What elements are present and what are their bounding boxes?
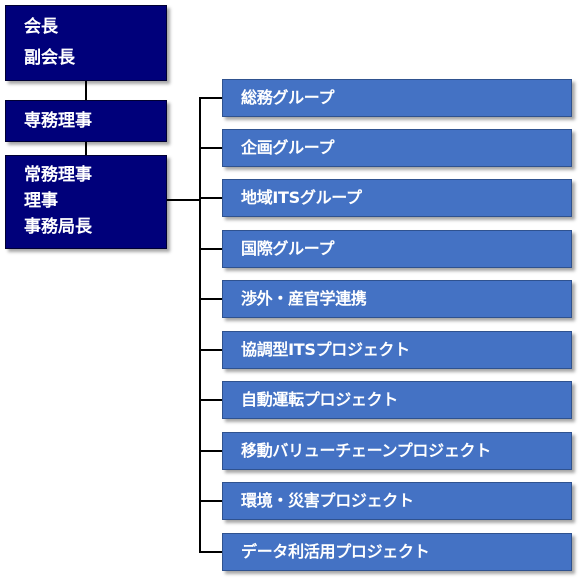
group-box-mobility-value-chain: 移動バリューチェーンプロジェクト	[222, 432, 572, 470]
connector-branch-3	[199, 197, 222, 199]
secretary-general-label: 事務局長	[24, 217, 92, 237]
group-box-external-relations: 渉外・産官学連携	[222, 280, 572, 318]
group-box-data-utilization: データ利活用プロジェクト	[222, 533, 572, 571]
connector-branch-2	[199, 147, 222, 149]
directors-box: 常務理事 理事 事務局長	[5, 155, 167, 249]
group-box-automated-driving: 自動運転プロジェクト	[222, 381, 572, 419]
director-label: 理事	[24, 191, 58, 211]
senior-managing-director-label: 専務理事	[24, 111, 92, 131]
chairman-box: 会長 副会長	[5, 5, 167, 81]
group-box-environment-disaster: 環境・災害プロジェクト	[222, 482, 572, 520]
connector-branch-10	[199, 551, 222, 553]
connector-branch-9	[199, 500, 222, 502]
group-box-regional-its: 地域ITSグループ	[222, 179, 572, 217]
group-box-general-affairs: 総務グループ	[222, 79, 572, 117]
vice-chairman-label: 副会長	[24, 48, 75, 68]
group-box-planning: 企画グループ	[222, 129, 572, 167]
chairman-label: 会長	[24, 17, 58, 37]
connector-branch-1	[199, 97, 222, 99]
group-box-cooperative-its: 協調型ITSプロジェクト	[222, 331, 572, 369]
connector-branch-7	[199, 399, 222, 401]
connector-exec-vertical-2	[85, 142, 87, 155]
connector-trunk-horizontal	[167, 199, 200, 201]
connector-trunk-vertical	[199, 97, 201, 552]
managing-director-label: 常務理事	[24, 165, 92, 185]
connector-branch-5	[199, 298, 222, 300]
group-box-international: 国際グループ	[222, 230, 572, 268]
connector-exec-vertical-1	[85, 80, 87, 100]
senior-managing-director-box: 専務理事	[5, 100, 167, 142]
connector-branch-8	[199, 450, 222, 452]
connector-branch-4	[199, 248, 222, 250]
connector-branch-6	[199, 349, 222, 351]
